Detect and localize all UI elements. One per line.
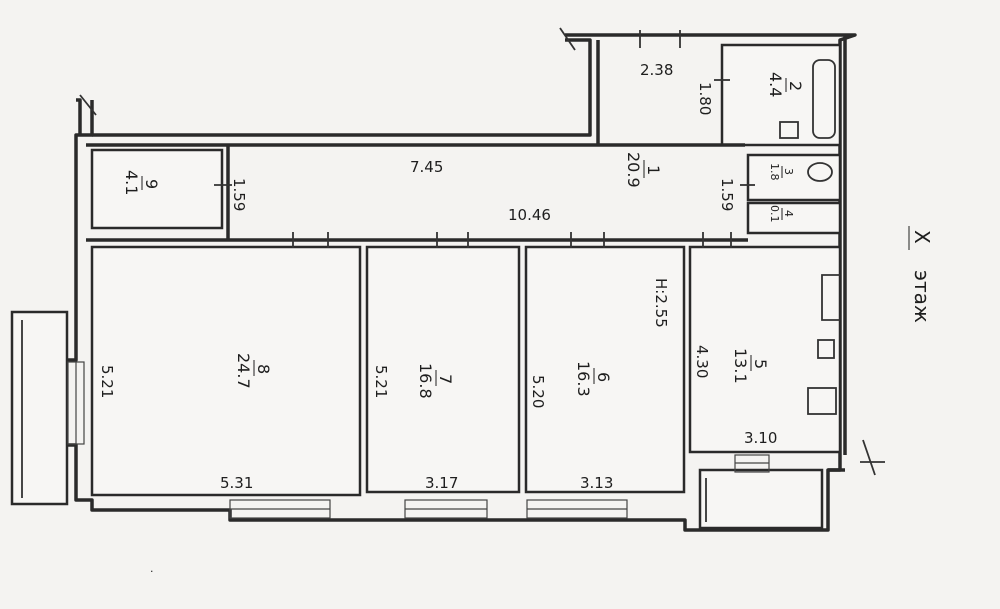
dim-3-10: 3.10	[744, 429, 777, 447]
dim-1-59-right: 1.59	[718, 178, 736, 211]
svg-text:9: 9	[142, 179, 161, 189]
room-3-label: 3 1.8	[768, 163, 795, 181]
svg-text:4.4: 4.4	[766, 72, 785, 97]
svg-text:8: 8	[254, 364, 273, 374]
dim-2-38: 2.38	[640, 61, 673, 79]
dim-7-45: 7.45	[410, 158, 443, 176]
room-5-label: 5 13.1	[731, 348, 770, 384]
dim-10-46: 10.46	[508, 206, 551, 224]
floor-number: X	[910, 230, 934, 244]
dim-3-17: 3.17	[425, 474, 458, 492]
svg-text:1: 1	[644, 165, 663, 175]
svg-text:16.8: 16.8	[416, 363, 435, 399]
dim-5-21-left: 5.21	[98, 365, 116, 398]
room-2-label: 2 4.4	[766, 72, 805, 97]
svg-text:0.1: 0.1	[768, 205, 781, 223]
dim-5-31: 5.31	[220, 474, 253, 492]
room-8-label: 8 24.7	[234, 353, 273, 389]
dim-3-13: 3.13	[580, 474, 613, 492]
dim-1-80: 1.80	[696, 82, 714, 115]
stove-icon	[807, 387, 837, 415]
svg-text:20.9: 20.9	[624, 152, 643, 188]
dim-5-21-mid: 5.21	[372, 365, 390, 398]
svg-text:13.1: 13.1	[731, 348, 750, 384]
svg-text:7: 7	[436, 374, 455, 384]
sink-icon	[779, 121, 799, 139]
svg-text:24.7: 24.7	[234, 353, 253, 389]
dim-h-2-55: H:2.55	[652, 278, 670, 328]
room-9-label: 9 4.1	[122, 170, 161, 195]
kitchen-sink-icon	[817, 339, 835, 359]
interior-walls	[10, 43, 842, 530]
room-labels: 1 20.9 2 4.4 3 1.8 4 0.1 5 13.1 6 16.3	[122, 72, 805, 399]
svg-text:1.8: 1.8	[768, 163, 781, 181]
door-marks	[79, 27, 885, 476]
svg-text:16.3: 16.3	[574, 361, 593, 397]
room-6-label: 6 16.3	[574, 361, 613, 397]
svg-text:3: 3	[782, 168, 795, 175]
room-7-label: 7 16.8	[416, 363, 455, 399]
bathtub-icon	[812, 59, 836, 139]
svg-text:·: ·	[150, 565, 154, 578]
dim-5-20: 5.20	[529, 375, 547, 408]
svg-text:4: 4	[782, 210, 795, 217]
dim-4-30: 4.30	[693, 345, 711, 378]
room-4-label: 4 0.1	[768, 205, 795, 223]
svg-text:2: 2	[786, 81, 805, 91]
windows	[67, 361, 770, 519]
floor-label: X этаж	[908, 226, 934, 323]
floor-word: этаж	[910, 270, 934, 323]
dim-1-59-left: 1.59	[230, 178, 248, 211]
room-1-label: 1 20.9	[624, 152, 663, 188]
toilet-icon	[807, 162, 833, 182]
svg-text:5: 5	[751, 359, 770, 369]
svg-text:4.1: 4.1	[122, 170, 141, 195]
fixtures	[779, 59, 840, 415]
outer-walls	[64, 33, 857, 532]
svg-text:6: 6	[594, 372, 613, 382]
kitchen-counter	[821, 274, 840, 321]
dimension-labels: 2.38 1.80 7.45 10.46 1.59 1.59 H:2.55 5.…	[98, 61, 777, 492]
